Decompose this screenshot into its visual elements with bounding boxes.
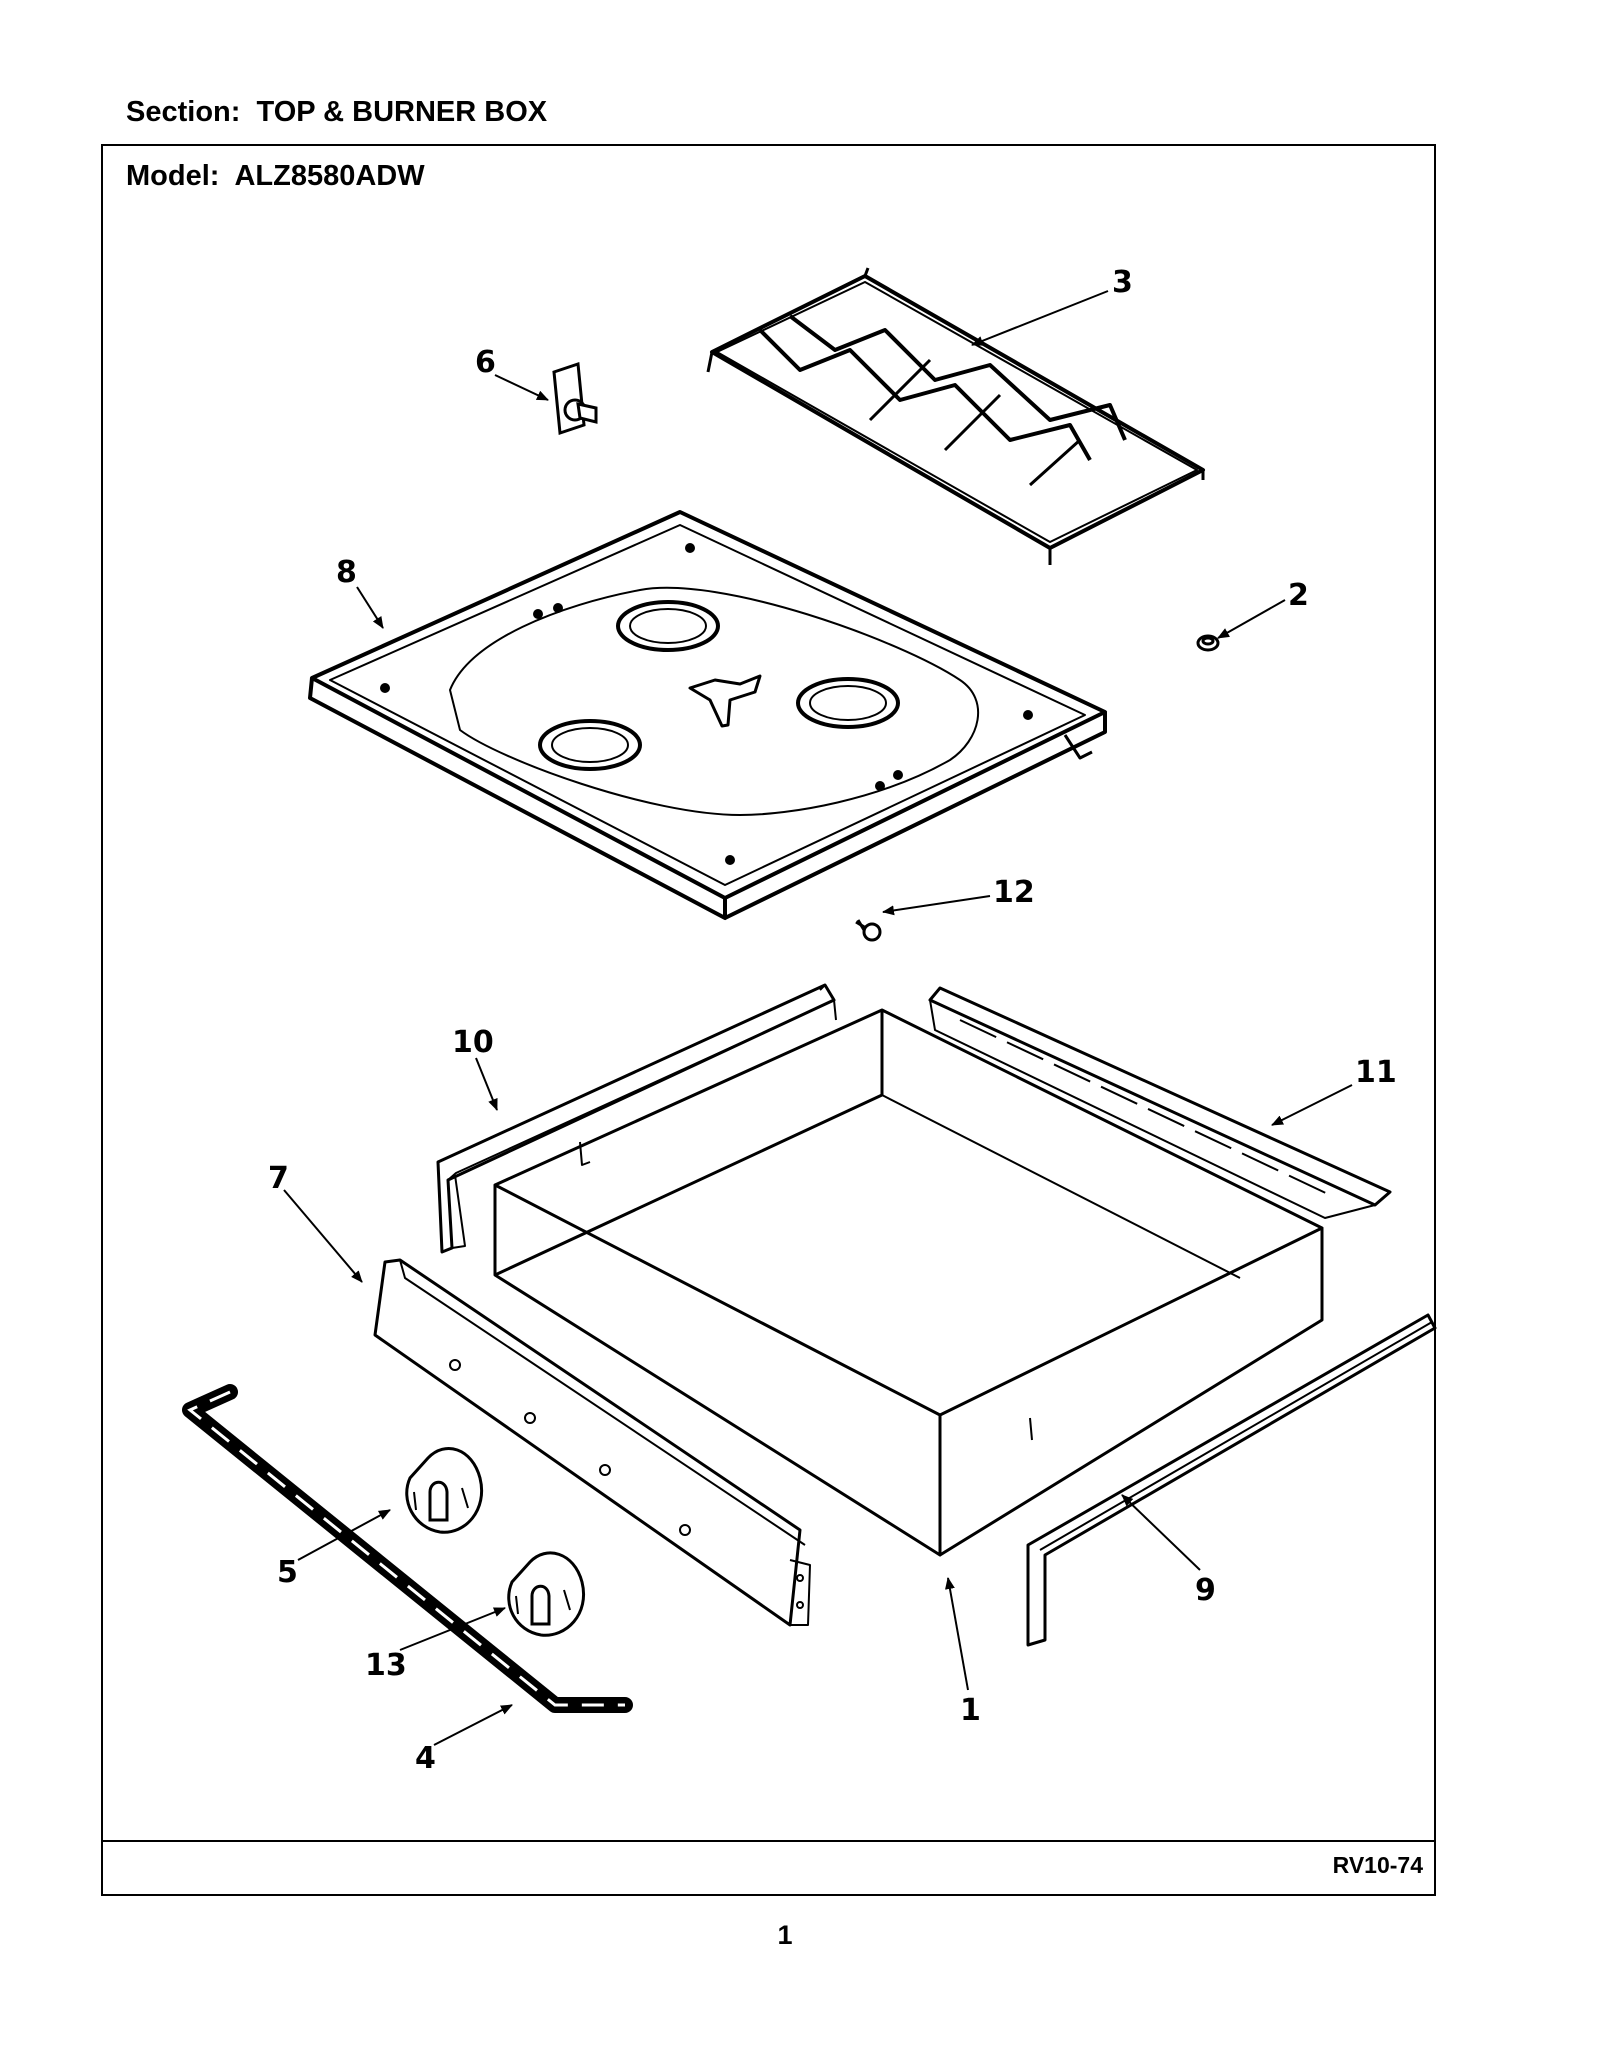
callout-3: 3 [1112, 265, 1133, 300]
callout-4: 4 [415, 1741, 436, 1776]
part-plug [1196, 634, 1220, 652]
diagram-code: RV10-74 [1332, 1852, 1423, 1878]
callout-8: 8 [336, 555, 357, 590]
callout-11: 11 [1355, 1055, 1397, 1090]
part-bracket [552, 361, 598, 436]
callout-labels: 3 6 2 8 12 10 11 7 5 13 4 1 9 [268, 265, 1397, 1776]
part-right-side-trim [928, 986, 1392, 1219]
callout-6: 6 [475, 345, 496, 380]
part-left-side-trim [436, 983, 837, 1254]
footer-divider [101, 1840, 1436, 1842]
section-title: Section: TOP & BURNER BOX [126, 96, 548, 128]
diagram-frame [101, 144, 1436, 1896]
part-handle [182, 1384, 633, 1713]
part-knob-lower [507, 1551, 585, 1637]
callout-12: 12 [993, 875, 1035, 910]
callout-2: 2 [1288, 578, 1309, 613]
part-screw [855, 919, 882, 942]
cooktop-screw-holes [380, 543, 1033, 865]
callout-5: 5 [277, 1555, 298, 1590]
callout-9: 9 [1195, 1573, 1216, 1608]
part-knob-upper [405, 1447, 483, 1534]
control-panel-holes [449, 1359, 804, 1609]
part-front-trim [1026, 1313, 1437, 1647]
callout-13: 13 [365, 1648, 407, 1683]
model-title: Model: ALZ8580ADW [126, 160, 425, 192]
page-number: 1 [777, 1920, 793, 1950]
callout-7: 7 [268, 1161, 289, 1196]
part-burner-box [493, 1008, 1324, 1557]
leader-lines [283, 290, 1353, 1746]
callout-1: 1 [960, 1693, 981, 1728]
part-control-panel [373, 1258, 811, 1627]
part-cooktop [308, 510, 1107, 920]
callout-10: 10 [452, 1025, 494, 1060]
part-burner-grate [706, 267, 1205, 565]
